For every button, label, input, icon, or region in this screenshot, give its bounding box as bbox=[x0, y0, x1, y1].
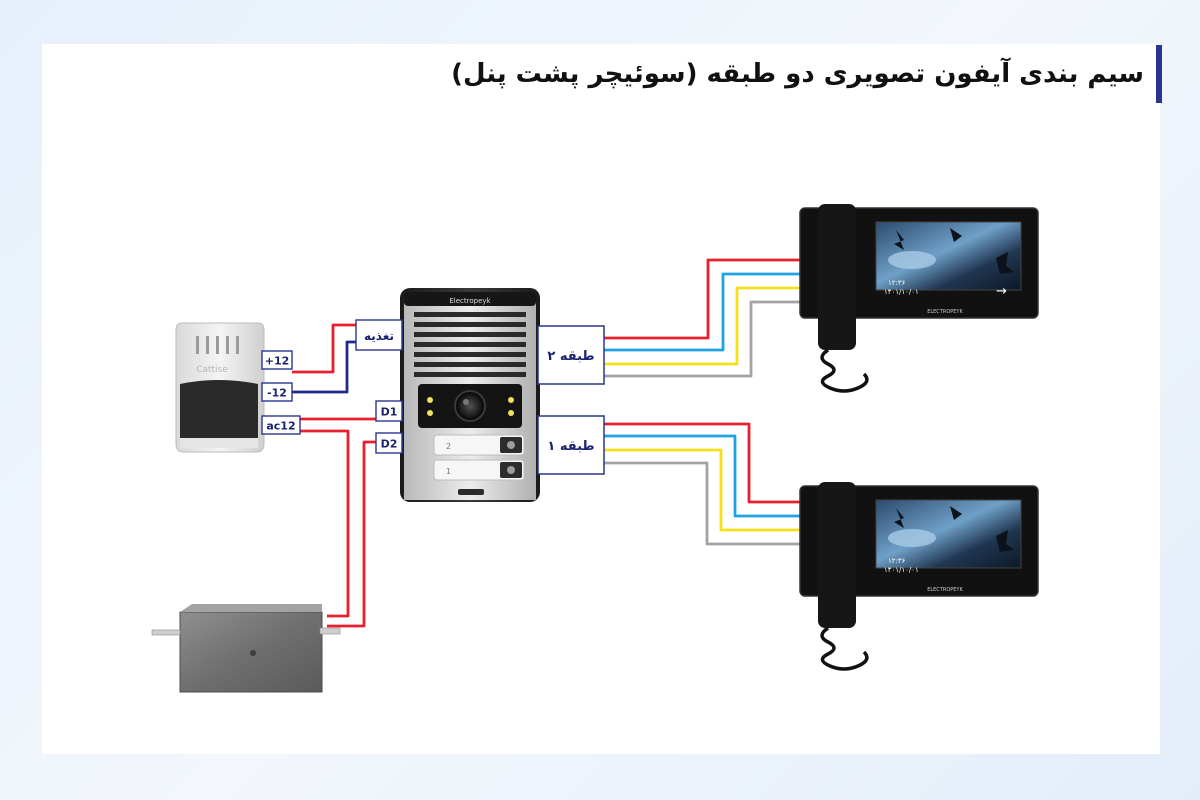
svg-text:D1: D1 bbox=[381, 406, 398, 419]
wire-floor2-blue bbox=[604, 272, 800, 352]
svg-text:+12: +12 bbox=[265, 355, 290, 368]
svg-text:ac12: ac12 bbox=[266, 420, 295, 433]
psu-brand: Cattise bbox=[196, 365, 228, 375]
power-supply: Cattise bbox=[175, 322, 265, 453]
svg-text:طبقه ۲: طبقه ۲ bbox=[547, 349, 594, 364]
wire-floor2-red bbox=[604, 258, 800, 340]
wires bbox=[292, 258, 800, 628]
door-lock bbox=[151, 604, 341, 693]
arrow-right-icon: → bbox=[996, 284, 1007, 299]
page-title: سیم بندی آیفون تصویری دو طبقه (سوئیچر پش… bbox=[451, 59, 1144, 89]
svg-text:2: 2 bbox=[446, 442, 451, 451]
wire-floor1-gray bbox=[604, 461, 800, 546]
svg-text:1: 1 bbox=[446, 467, 451, 476]
panel-button-1[interactable]: 1 bbox=[433, 459, 525, 481]
svg-text:تغذیه: تغذیه bbox=[364, 329, 394, 343]
wire-minus12 bbox=[292, 340, 356, 394]
wire-plus12 bbox=[292, 323, 356, 374]
title-accent-bar bbox=[1156, 45, 1162, 103]
label-d1: D1 bbox=[375, 400, 403, 422]
wire-floor1-yellow bbox=[604, 448, 800, 532]
switcher-floor-1: طبقه ۱ bbox=[537, 415, 605, 475]
wire-floor1-red bbox=[604, 422, 800, 504]
monitor-floor-2: ۱۲:۳۶ ۱۴۰۱/۱۰/۰۱ → ELECTROPEYK bbox=[799, 204, 1039, 393]
label-power: تغذیه bbox=[355, 319, 403, 351]
wire-floor1-blue bbox=[604, 434, 800, 518]
label-d2: D2 bbox=[375, 432, 403, 454]
title-block: سیم بندی آیفون تصویری دو طبقه (سوئیچر پش… bbox=[451, 45, 1162, 103]
handset-icon bbox=[818, 204, 869, 393]
svg-text:ELECTROPEYK: ELECTROPEYK bbox=[927, 309, 963, 315]
panel-brand: Electropeyk bbox=[449, 297, 491, 305]
svg-text:۱۴۰۱/۱۰/۰۱: ۱۴۰۱/۱۰/۰۱ bbox=[884, 288, 919, 296]
panel-button-2[interactable]: 2 bbox=[433, 434, 525, 456]
wire-ac12-lock bbox=[300, 429, 350, 618]
switcher-floor-2: طبقه ۲ bbox=[537, 325, 605, 385]
svg-text:ELECTROPEYK: ELECTROPEYK bbox=[927, 587, 963, 593]
terminal-plus12: +12 bbox=[261, 350, 293, 370]
monitor-floor-1: ۱۲:۳۶ ۱۴۰۱/۱۰/۰۱ ELECTROPEYK bbox=[799, 482, 1039, 671]
svg-text:۱۲:۳۶: ۱۲:۳۶ bbox=[888, 557, 906, 565]
svg-text:-12: -12 bbox=[267, 387, 287, 400]
handset-icon bbox=[818, 482, 869, 671]
wire-floor2-yellow bbox=[604, 286, 800, 366]
svg-text:۱۲:۳۶: ۱۲:۳۶ bbox=[888, 279, 906, 287]
wire-d2-lock bbox=[327, 440, 376, 628]
camera-icon bbox=[454, 390, 486, 422]
wire-floor2-gray bbox=[604, 300, 800, 378]
terminal-ac12: ac12 bbox=[261, 415, 301, 435]
door-panel: Electropeyk 2 1 bbox=[400, 288, 540, 502]
svg-text:D2: D2 bbox=[381, 438, 398, 451]
terminal-minus12: -12 bbox=[261, 382, 293, 402]
svg-text:۱۴۰۱/۱۰/۰۱: ۱۴۰۱/۱۰/۰۱ bbox=[884, 566, 919, 574]
svg-text:طبقه ۱: طبقه ۱ bbox=[547, 439, 594, 454]
